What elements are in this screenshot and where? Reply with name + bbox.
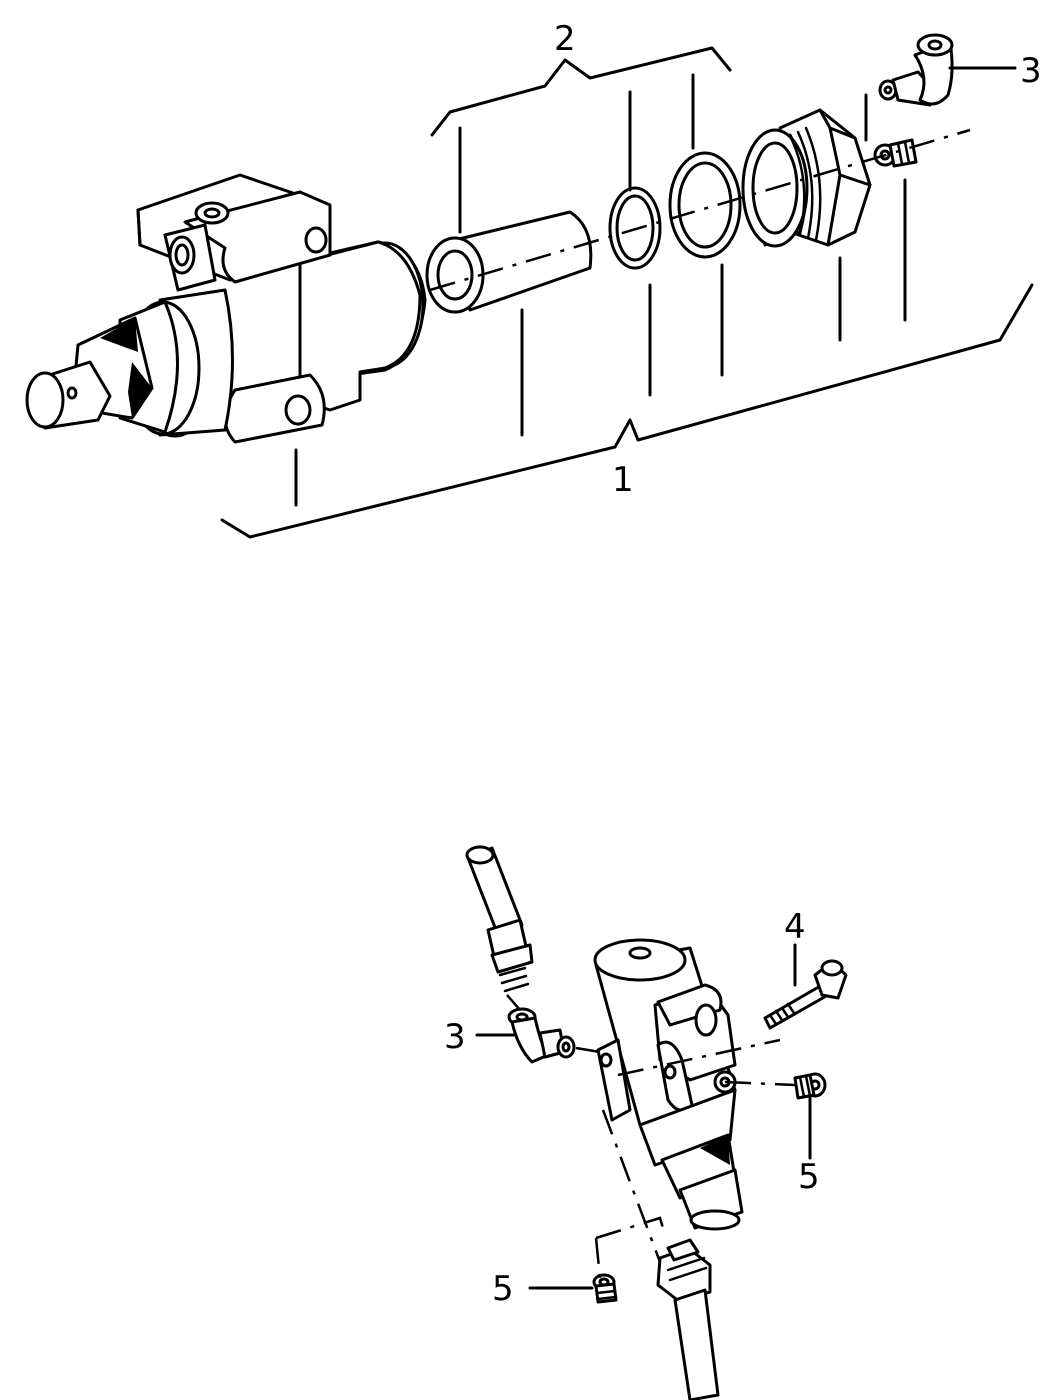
axis-line (724, 1080, 796, 1087)
callout-5-right: 5 (798, 1157, 820, 1197)
elbow-fitting-top (878, 33, 954, 107)
top-exploded-assembly (25, 33, 1034, 539)
callout-1: 1 (612, 460, 634, 500)
axis-line (594, 1237, 602, 1279)
o-ring-large (668, 151, 742, 259)
slave-cylinder-body (593, 938, 744, 1231)
callout-3-bottom: 3 (444, 1017, 466, 1057)
axis-line (506, 994, 521, 1011)
brake-line-lower (656, 1238, 720, 1400)
bleed-plug-right (793, 1072, 827, 1100)
callout-5-left: 5 (492, 1269, 514, 1309)
bottom-installed-assembly (465, 845, 848, 1400)
callout-4: 4 (784, 907, 806, 947)
piston-sleeve (425, 210, 593, 314)
top-axis-line (429, 128, 971, 292)
callout-2: 2 (554, 19, 576, 59)
callout-3-top: 3 (1020, 51, 1042, 91)
threaded-hex-cap (741, 108, 872, 248)
bolt-4 (763, 959, 848, 1030)
brake-line-upper (465, 845, 534, 993)
group-2-brace (430, 46, 732, 137)
cylinder-body (25, 173, 427, 444)
elbow-fitting-bottom (507, 1007, 576, 1064)
group-1-brace (220, 283, 1034, 539)
axis-line (595, 1216, 667, 1240)
small-threaded-plug (873, 138, 918, 168)
axis-line (617, 1038, 781, 1077)
axis-line (575, 1046, 601, 1054)
bleed-plug-lower (592, 1273, 618, 1304)
